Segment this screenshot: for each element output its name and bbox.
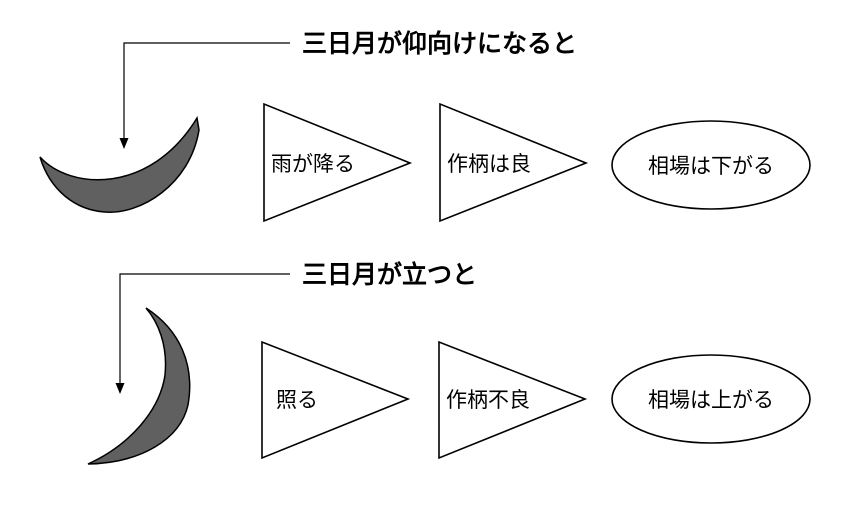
row-2-step-1-label: 照る: [276, 388, 318, 412]
row-1-result-label: 相場は下がる: [648, 154, 774, 178]
row-2-result-label: 相場は上がる: [648, 388, 774, 412]
row-1-heading: 三日月が仰向けになると: [302, 29, 577, 58]
row-1-result-ellipse: [611, 120, 811, 210]
row-1-arrowhead: [119, 138, 129, 149]
row-1-step-1-triangle: [263, 102, 413, 223]
crescent-moon-lying-icon: [39, 115, 200, 213]
row-2-result-ellipse: [611, 354, 811, 444]
row-1-step-2-label: 作柄は良: [447, 152, 531, 176]
crescent-moon-standing-icon: [87, 307, 191, 465]
row-upward-crescent: 三日月が仰向けになると 雨が降る 作柄は良 相場は下がる: [39, 29, 811, 223]
row-2-step-1-triangle: [261, 340, 411, 460]
row-2-step-2-triangle: [438, 340, 588, 460]
row-2-connector-line: [119, 273, 290, 385]
row-2-heading: 三日月が立つと: [302, 260, 477, 289]
row-1-step-1-label: 雨が降る: [271, 152, 355, 176]
row-2-arrowhead: [115, 383, 125, 394]
row-upright-crescent: 三日月が立つと 照る 作柄不良 相場は上がる: [87, 260, 811, 465]
row-2-step-2-label: 作柄不良: [446, 388, 530, 412]
row-1-connector-line: [123, 42, 290, 140]
row-1-step-2-triangle: [439, 102, 589, 223]
